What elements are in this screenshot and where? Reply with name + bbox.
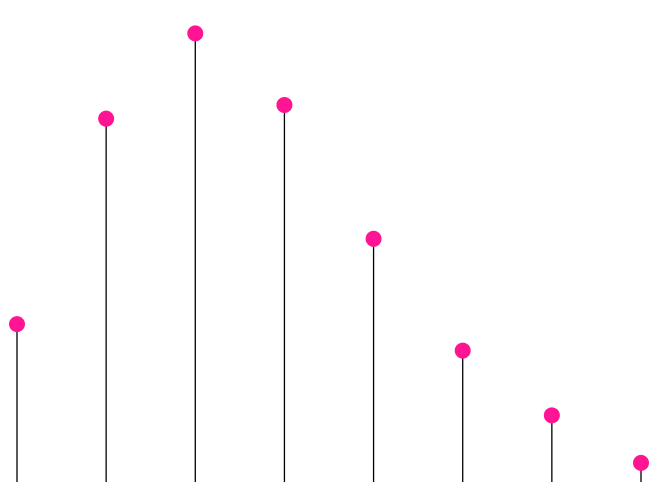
lollipop-marker (454, 342, 471, 359)
lollipop-marker (543, 407, 560, 424)
lollipop-marker (633, 454, 649, 471)
lollipop-marker (187, 25, 204, 42)
lollipop-marker (9, 316, 25, 333)
lollipop-marker (365, 230, 382, 247)
lollipop-marker (98, 110, 115, 127)
lollipop-marker (276, 96, 293, 113)
